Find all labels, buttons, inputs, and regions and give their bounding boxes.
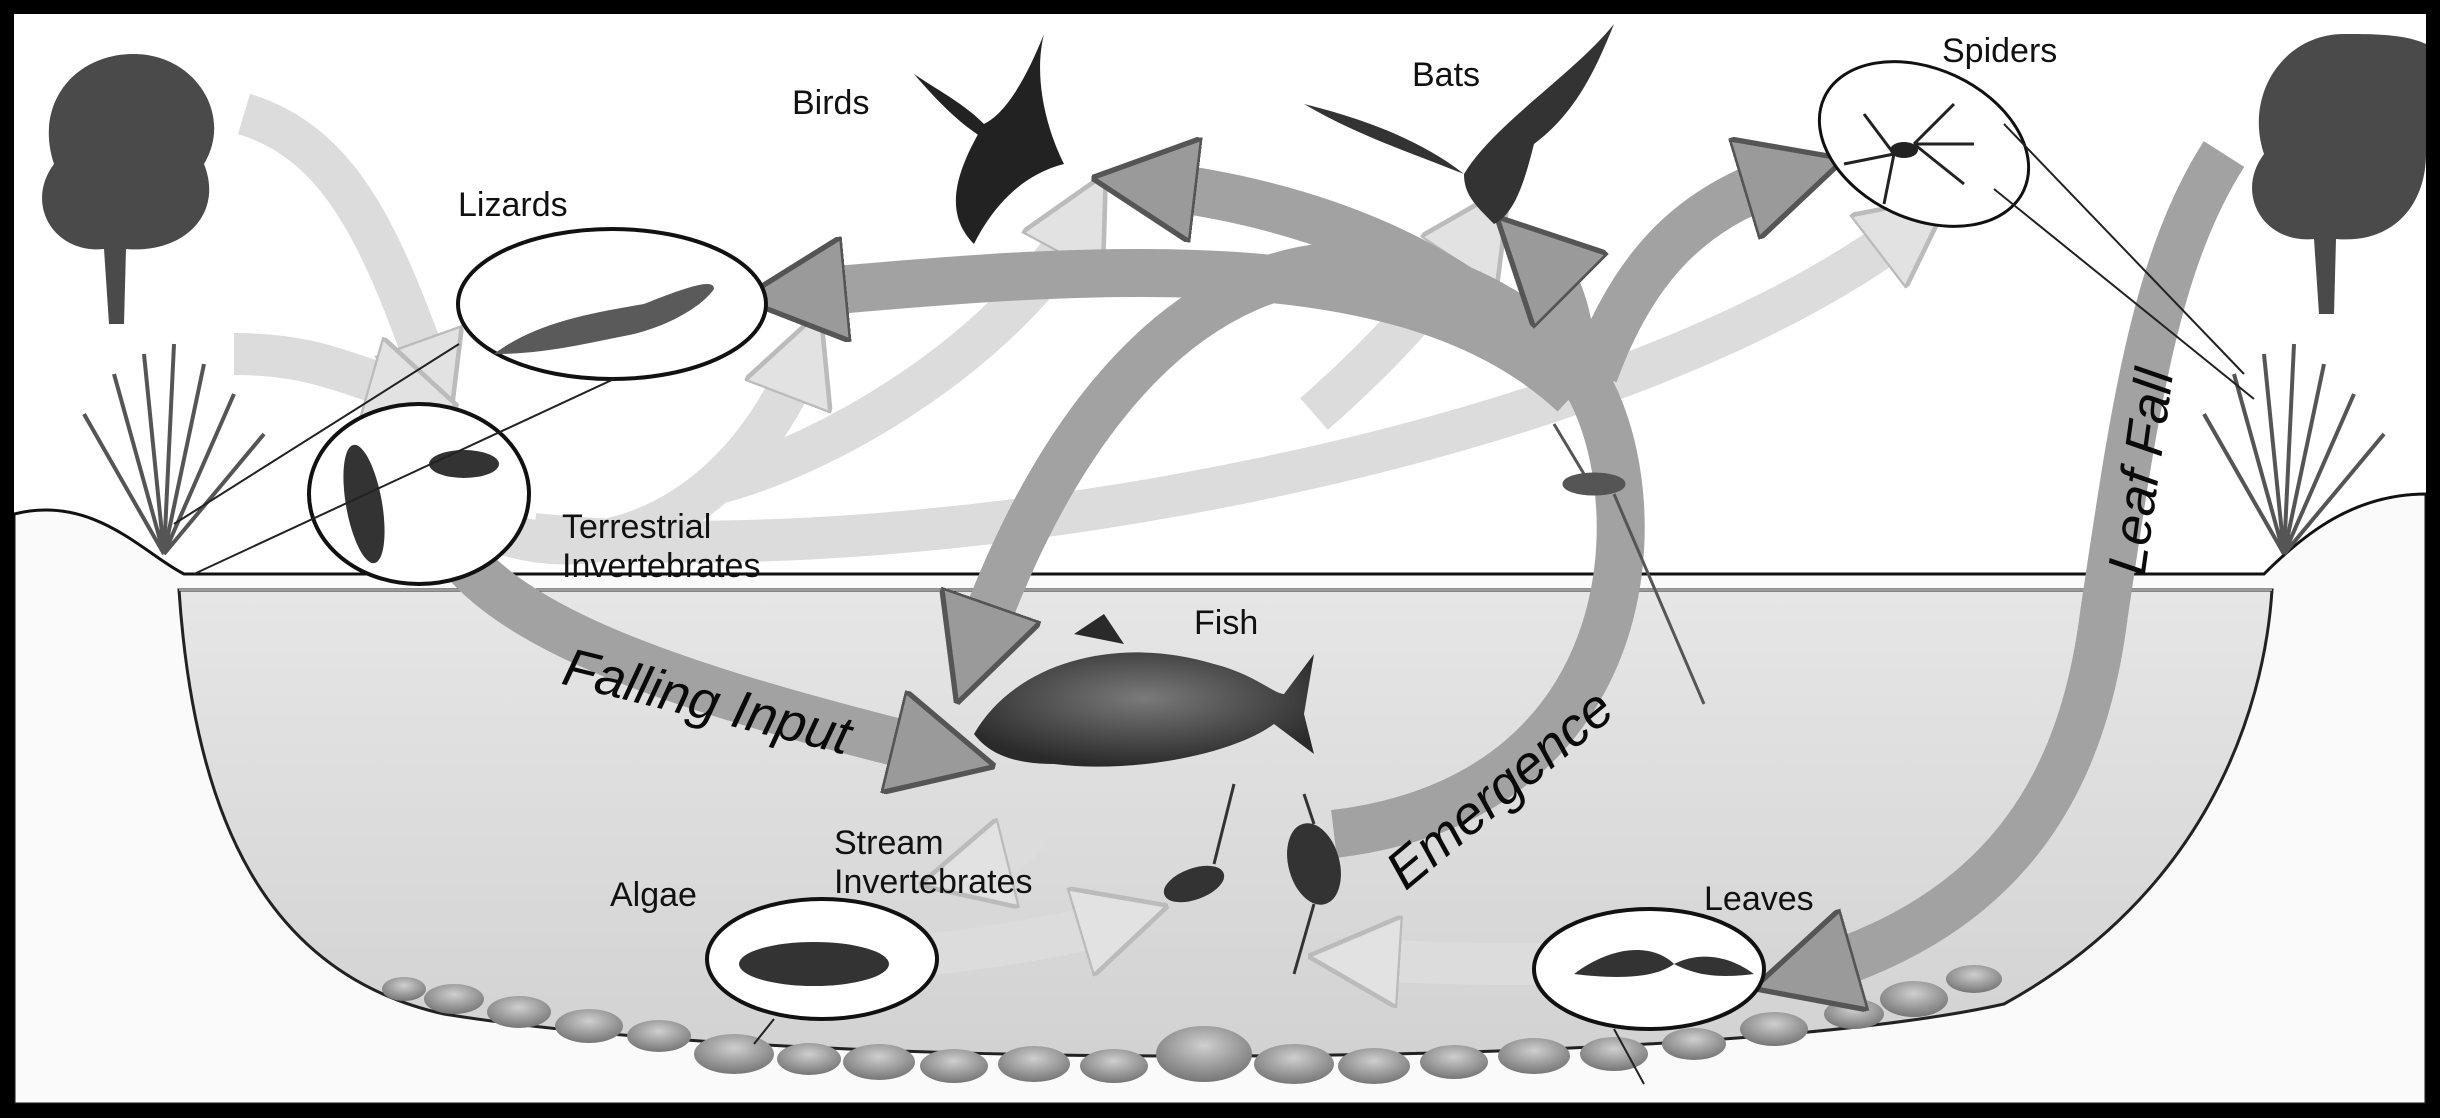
label-leaves: Leaves [1704,880,1814,919]
diagram-panel: Birds Bats Spiders Lizards Terrestrial I… [14,14,2426,1104]
food-web-illustration [14,14,2426,1104]
tree-left-icon [42,54,214,324]
label-birds: Birds [792,84,869,123]
leaves-circle [1534,909,1764,1029]
label-spiders: Spiders [1942,32,2057,71]
lizard-circle [458,229,766,379]
bat-icon [1304,24,1614,224]
shrub-left-icon [84,344,264,554]
label-algae: Algae [610,876,697,915]
beetle-icon [429,450,499,478]
label-bats: Bats [1412,56,1480,95]
label-stream-invertebrates: Stream Invertebrates [834,824,1094,902]
algae-icon [739,942,889,986]
terrestrial-invertebrates-circle [309,404,529,584]
algae-circle [707,899,937,1019]
label-fish: Fish [1194,604,1258,643]
tree-right-icon [2252,34,2426,314]
label-lizards: Lizards [458,186,568,225]
bird-icon [914,34,1064,244]
label-terrestrial-invertebrates: Terrestrial Invertebrates [562,508,822,586]
